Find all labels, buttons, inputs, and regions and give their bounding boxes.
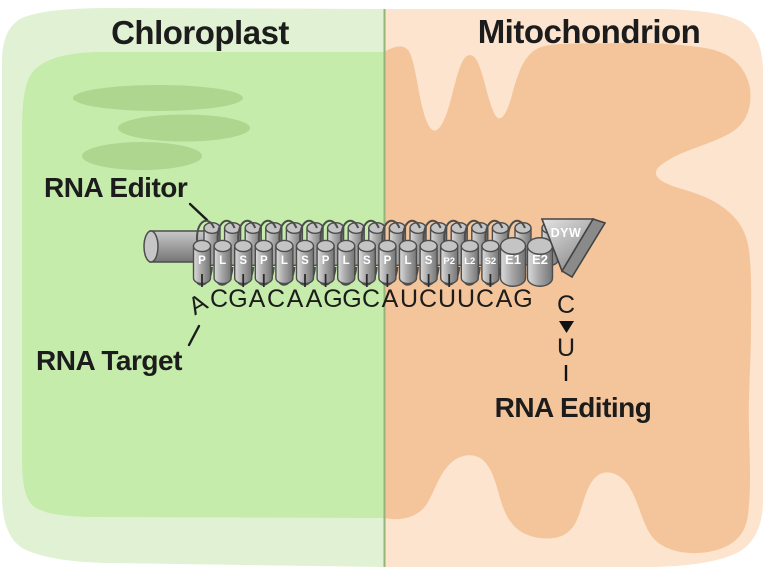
- rna-base: A: [306, 285, 323, 313]
- rna-base: C: [210, 285, 228, 313]
- mitochondrion-inner-matrix: [384, 42, 752, 554]
- rna-base: G: [513, 285, 532, 313]
- helix-a-cylinder: [440, 245, 459, 285]
- helix-a-cylinder: [192, 245, 212, 285]
- helix-a-cylinder: [419, 245, 438, 285]
- rna-base: C: [419, 285, 437, 313]
- rna-editor-label: RNA Editor: [44, 172, 188, 203]
- helix-a-cylinder: [295, 245, 315, 285]
- rna-base: A: [287, 285, 304, 313]
- helix-a-cylinder-cap: [337, 239, 356, 253]
- helix-a-cylinder: [378, 245, 397, 285]
- helix-a-cylinder-cap: [419, 239, 438, 253]
- motif-label: P2: [443, 256, 455, 267]
- granum-ellipse-3: [82, 142, 202, 170]
- helix-a-cylinder-cap: [254, 239, 273, 253]
- helix-a-cylinder-cap: [440, 239, 459, 253]
- helix-a-cylinder: [234, 245, 253, 285]
- motif-label: S2: [485, 256, 497, 267]
- dyw-domain-label: DYW: [551, 226, 582, 240]
- helix-a-cylinder: [213, 245, 232, 285]
- motif-label: P: [260, 255, 268, 267]
- helix-a-cylinder-cap: [357, 239, 376, 253]
- helix-a-cylinder: [481, 245, 500, 285]
- editing-arrow-icon: [559, 321, 574, 333]
- rna-base: U: [457, 285, 475, 313]
- motif-label: E2: [532, 252, 548, 267]
- contact-ticks: [201, 274, 492, 287]
- motif-label: P: [198, 255, 206, 267]
- rna-base: A: [249, 285, 266, 313]
- rna-base: U: [438, 285, 456, 313]
- helix-a-cylinder: [526, 245, 554, 287]
- rna-base: A: [496, 285, 513, 313]
- mitochondrion-title: Mitochondrion: [478, 13, 701, 50]
- chloroplast-title: Chloroplast: [111, 14, 289, 51]
- motif-label: P: [384, 255, 392, 267]
- motif-label: L: [404, 255, 411, 267]
- helix-a-cylinder: [337, 245, 356, 285]
- helix-a-cylinder: [357, 245, 376, 285]
- helix-a-cylinder-cap: [499, 237, 527, 255]
- helix-a-cylinder: [398, 245, 418, 285]
- rna-base: C: [362, 285, 380, 313]
- helix-a-cylinder-cap: [398, 239, 418, 253]
- motif-label: E1: [505, 252, 521, 267]
- helix-a-cylinder-cap: [295, 239, 315, 253]
- motif-label: S: [301, 255, 309, 267]
- helix-a-cylinder-cap: [213, 239, 232, 253]
- helix-a-cylinder: [316, 245, 335, 285]
- rna-base: U: [400, 285, 418, 313]
- helix-a-cylinder: [499, 245, 527, 287]
- rna-base: G: [228, 285, 247, 313]
- edited-base-c: C: [557, 291, 575, 319]
- motif-label: S: [239, 255, 247, 267]
- rna-base: C: [267, 285, 285, 313]
- motif-label: L: [343, 255, 350, 267]
- rna-target-pointer-line: [187, 324, 201, 347]
- motif-label: S: [363, 255, 371, 267]
- rna-target-label: RNA Target: [36, 345, 182, 376]
- rna-editor-pointer-line: [188, 202, 209, 222]
- helix-a-cylinder-cap: [233, 239, 253, 253]
- helix-a-cylinder: [275, 245, 294, 285]
- rna-base: G: [342, 285, 361, 313]
- motif-label: S: [425, 255, 433, 267]
- edited-result-u: U: [557, 334, 575, 362]
- motif-label: P: [322, 255, 330, 267]
- motif-label: L: [219, 255, 226, 267]
- helix-a-cylinder-cap: [192, 239, 212, 253]
- rna-base: A: [382, 285, 399, 313]
- helix-a-cylinder-cap: [275, 239, 294, 253]
- helix-a-cylinder-cap: [378, 239, 397, 253]
- helix-a-cylinder-cap: [481, 239, 500, 253]
- motif-label: L: [281, 255, 288, 267]
- rna-base: G: [323, 285, 342, 313]
- rna-base: C: [476, 285, 494, 313]
- motif-label: L2: [464, 256, 475, 267]
- helix-a-cylinder: [254, 245, 273, 285]
- helix-a-cylinder-cap: [460, 239, 479, 253]
- dyw-domain: DYW: [540, 218, 607, 279]
- helix-a-cylinder-cap: [316, 239, 335, 253]
- helix-a-cylinder: [460, 245, 479, 285]
- granum-ellipse-2: [118, 114, 250, 142]
- rna-editing-label: RNA Editing: [495, 392, 652, 423]
- granum-ellipse-1: [73, 85, 243, 111]
